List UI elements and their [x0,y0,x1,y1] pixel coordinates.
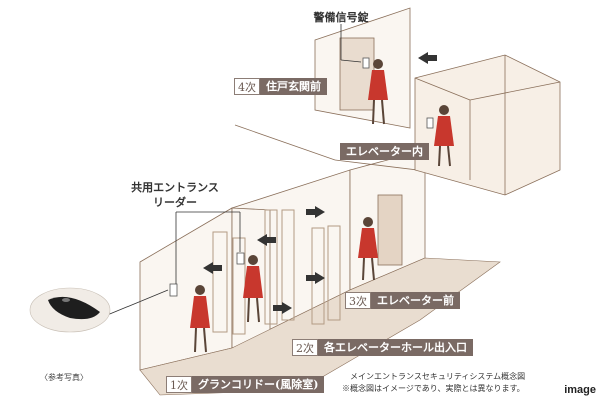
arrow-ground-door [273,302,292,314]
arrow-upper [418,52,437,64]
elevator-inside-name: エレベーター内 [340,143,429,160]
step-2-number: 2次 [292,339,318,356]
step-4-number: 4次 [234,78,260,95]
photo-caption: 〈参考写真〉 [40,373,88,382]
elevator-door-ground [377,194,403,266]
arrow-step-2a [257,234,276,246]
alarm-lock-callout: 警備信号錠 [296,10,386,25]
entrance-reader-callout: 共用エントランス リーダー [122,180,228,210]
entrance-reader-label-2: リーダー [153,196,197,209]
direction-arrows [203,52,437,314]
image-tag: image [564,384,596,396]
step-2-label: 2次 各エレベーターホール出入口 [292,339,473,356]
figure-step-3 [358,217,378,281]
figure-step-2 [243,255,263,323]
alarm-lock-panel [362,57,370,69]
elevator-panel [426,117,434,129]
arrow-step-1 [203,262,222,274]
step-3-label: 3次 エレベーター前 [345,292,460,309]
arrow-step-3 [306,272,325,284]
step-3-name: エレベーター前 [371,292,460,309]
step-3-number: 3次 [345,292,371,309]
entrance-reader-panel [169,283,178,297]
step-1-name: グランコリドー(風除室) [192,376,325,393]
step-4-name: 住戸玄関前 [260,78,327,95]
disclaimer-note: ※概念図はイメージであり、実際とは異なります。 [342,384,525,393]
step-1-label: 1次 グランコリドー(風除室) [166,376,325,393]
hall-reader-panel [236,252,245,265]
step-4-label: 4次 住戸玄関前 [234,78,327,95]
figure-step-1 [190,285,210,353]
step-2-name: 各エレベーターホール出入口 [318,339,473,356]
entrance-reader-label-1: 共用エントランス [131,181,219,194]
elevator-inside-label: エレベーター内 [340,143,429,160]
elevator-car [414,54,561,196]
key-fob-photo [29,287,111,333]
concept-title: メインエントランスセキュリティシステム概念図 [350,372,526,381]
callout-leaders [99,24,362,319]
alarm-lock-label: 警備信号錠 [313,11,369,24]
arrow-step-2b [306,206,325,218]
step-1-number: 1次 [166,376,192,393]
figure-elevator [434,105,454,167]
figure-step-4 [368,59,388,125]
